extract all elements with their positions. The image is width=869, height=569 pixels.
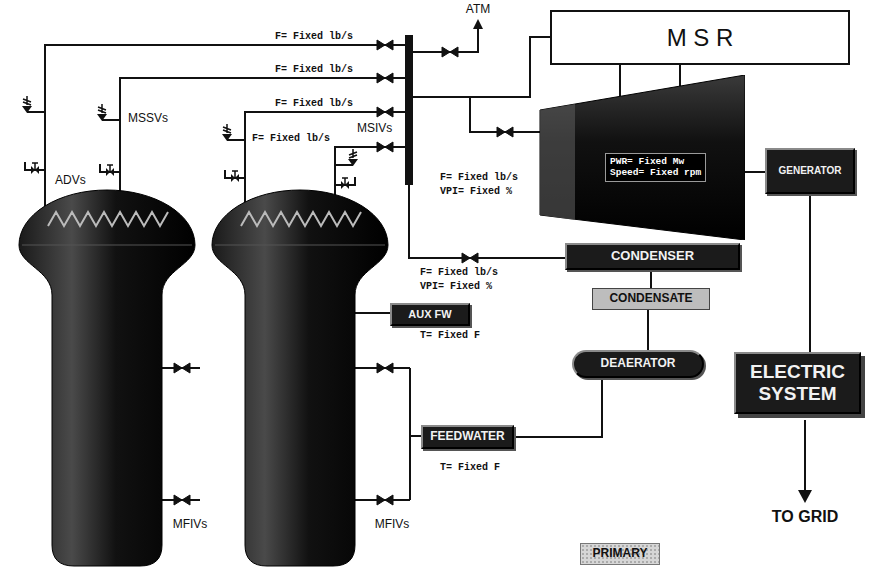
steam-generator — [19, 190, 195, 566]
box-label: FEEDWATER — [430, 430, 504, 444]
turbine-control-valve — [497, 127, 513, 137]
turbine-readout: PWR= Fixed Mw — [610, 156, 701, 167]
pipe-connector — [809, 194, 811, 352]
feedwater-isolation-valve — [174, 495, 190, 505]
box-label: GENERATOR — [779, 165, 842, 177]
feedwater-stub — [158, 368, 200, 500]
flow-setting: F= Fixed lb/s — [275, 64, 353, 75]
pipe-connector — [647, 310, 649, 350]
turbine-supply-line — [470, 97, 542, 132]
safety-valve — [335, 149, 358, 166]
grid-arrowhead — [798, 490, 812, 503]
generator-box: GENERATOR — [765, 148, 855, 194]
turbine-body — [540, 75, 745, 240]
dump-valve-symbol — [100, 164, 120, 176]
isolation-valve — [377, 73, 393, 83]
valve-group-label: MFIVs — [375, 518, 410, 531]
grid-label: TO GRID — [772, 508, 838, 526]
pipe-connector — [745, 171, 765, 173]
steam-generator — [212, 190, 388, 566]
turbine-sheen — [540, 104, 575, 220]
condensate-box: CONDENSATE — [592, 288, 710, 310]
valve-position-setting: VPI= Fixed % — [440, 186, 512, 197]
isolation-valve — [377, 142, 393, 152]
pipe-connector — [619, 65, 621, 96]
flow-setting: F= Fixed lb/s — [252, 133, 330, 144]
deaerator-box: DEAERATOR — [572, 350, 704, 378]
isolation-valve — [377, 107, 393, 117]
pipe-connector — [650, 270, 652, 288]
steam-line — [335, 147, 405, 200]
flow-setting: F= Fixed lb/s — [275, 98, 353, 109]
box-label: CONDENSER — [611, 249, 694, 264]
flow-setting: F= Fixed lb/s — [275, 31, 353, 42]
dome-seam — [22, 245, 192, 246]
feedwater-isolation-valve — [174, 363, 190, 373]
turbine-readout-panel: PWR= Fixed MwSpeed= Fixed rpm — [605, 153, 706, 182]
steam-line — [120, 78, 405, 196]
feedwater-line — [350, 368, 425, 500]
steam-header — [405, 35, 413, 185]
msr-supply-line — [413, 37, 550, 97]
valve-position-setting: VPI= Fixed % — [420, 281, 492, 292]
turbine-readout: Speed= Fixed rpm — [610, 167, 701, 178]
aux-feedwater-line — [350, 312, 390, 314]
dome-pattern — [241, 212, 361, 226]
feedwater-box: FEEDWATER — [421, 425, 514, 449]
safety-valve — [97, 104, 120, 121]
primary-box: PRIMARY — [580, 543, 660, 565]
valve-group-label: MSIVs — [357, 122, 392, 135]
pipe-connector — [679, 65, 681, 86]
feedwater-isolation-valve — [377, 495, 393, 505]
pipe-connector — [514, 378, 602, 437]
grid-line — [804, 420, 806, 492]
vent-label: ATM — [466, 3, 490, 16]
box-label: ELECTRIC SYSTEM — [742, 361, 853, 405]
box-label: AUX FW — [408, 308, 451, 321]
box-label: CONDENSATE — [609, 292, 692, 306]
msr-box: M S R — [550, 10, 850, 65]
dome-seam — [215, 245, 385, 246]
feedwater-isolation-valve — [377, 363, 393, 373]
atmosphere-vent-line — [413, 28, 478, 52]
vent-arrowhead — [473, 19, 483, 29]
dump-valve — [462, 253, 478, 263]
box-label: DEAERATOR — [601, 357, 676, 371]
steam-line — [45, 45, 405, 212]
flow-setting: F= Fixed lb/s — [440, 172, 518, 183]
dump-valve-symbol — [225, 170, 245, 182]
vent-valve — [442, 47, 458, 57]
condenser-box: CONDENSER — [565, 243, 740, 270]
valve-group-label: ADVs — [55, 174, 86, 187]
temperature-setting: T= Fixed F — [420, 330, 480, 341]
safety-valve — [222, 124, 245, 141]
aux-feedwater-box: AUX FW — [390, 303, 470, 326]
temperature-setting: T= Fixed F — [440, 462, 500, 473]
flow-setting: F= Fixed lb/s — [420, 267, 498, 278]
electric-system-box: ELECTRIC SYSTEM — [734, 352, 861, 414]
dome-pattern — [48, 212, 168, 226]
dump-valve-symbol — [25, 162, 45, 174]
valve-group-label: MFIVs — [173, 518, 208, 531]
dump-valve-symbol — [335, 177, 355, 189]
turbine-shape: PWR= Fixed MwSpeed= Fixed rpm — [535, 75, 745, 240]
valve-group-label: MSSVs — [128, 112, 168, 125]
box-label: PRIMARY — [593, 547, 648, 561]
box-label: M S R — [667, 24, 734, 52]
safety-valve — [22, 96, 45, 113]
isolation-valve — [377, 40, 393, 50]
